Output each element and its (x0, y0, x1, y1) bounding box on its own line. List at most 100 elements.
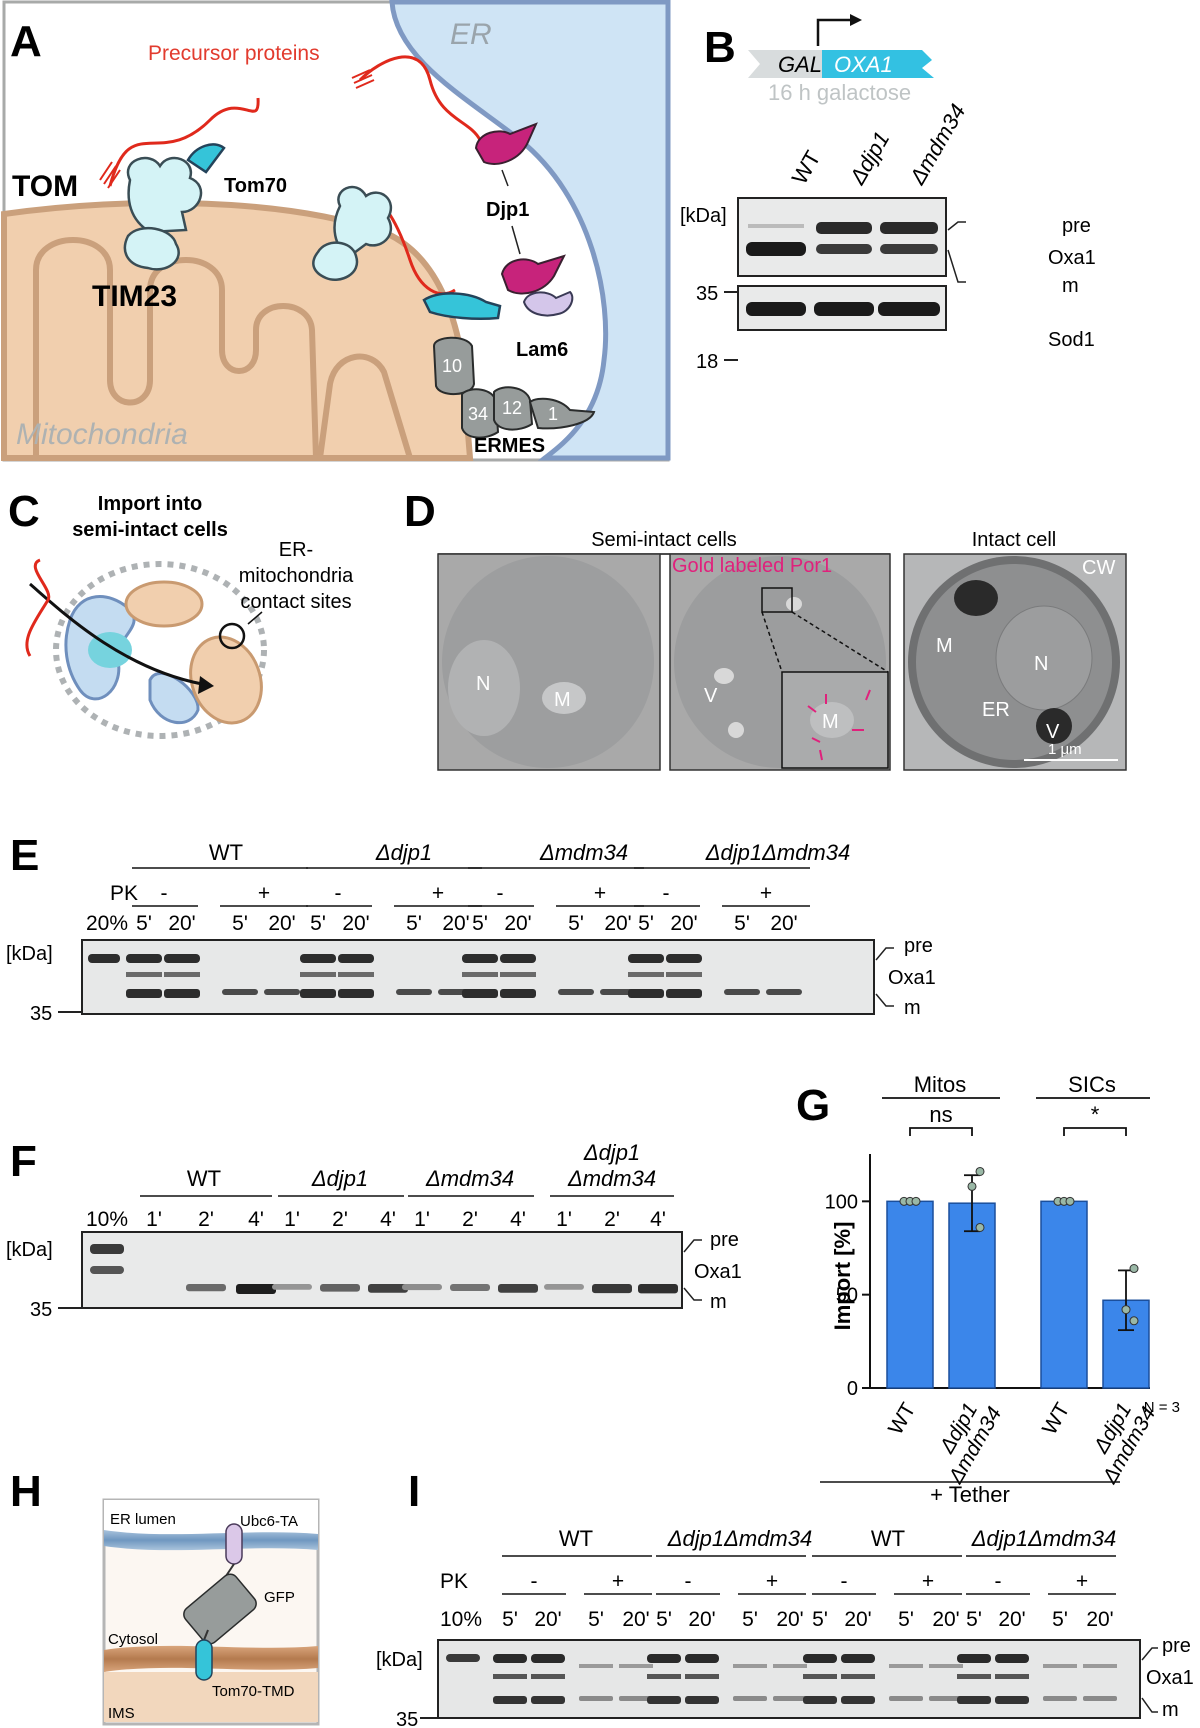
panel-f-letter: F (10, 1137, 37, 1186)
precursor-chain-2 (358, 55, 482, 141)
f-time-label: 4' (380, 1208, 396, 1231)
f-time-label: 1' (556, 1208, 572, 1231)
g-ytick-label: 50 (836, 1285, 858, 1307)
e-band-pre (628, 954, 664, 963)
i-band-faint (889, 1664, 923, 1668)
e-band-m (164, 989, 200, 998)
e-band-m (628, 989, 664, 998)
ermes-complex (432, 336, 596, 439)
e-band-mid (666, 972, 702, 977)
g-ytick-label: 100 (825, 1191, 858, 1213)
e-group-3: Δmdm34 (539, 840, 628, 865)
e-band-m (666, 989, 702, 998)
f-band-m (638, 1284, 678, 1294)
em-mito-1 (542, 682, 586, 714)
d-n-3: N (1034, 653, 1048, 675)
e-group-4: Δdjp1Δmdm34 (705, 840, 850, 865)
e-time-label: 5' (232, 912, 248, 935)
i-band-pre (803, 1654, 837, 1663)
e-time-label: 5' (406, 912, 422, 935)
band-m-djp1 (816, 244, 872, 254)
ermes-12: 12 (502, 398, 522, 418)
c-import-arrow (29, 582, 203, 686)
i-time-label: 5' (898, 1608, 914, 1631)
c-er-label-1: ER- (279, 539, 313, 561)
blot-oxa1 (737, 197, 947, 277)
e-mw: 35 (30, 1003, 52, 1025)
e-band-pre (666, 954, 702, 963)
b-m: m (1062, 275, 1079, 297)
band-pre-mdm34 (880, 222, 938, 234)
f-kda: [kDa] (6, 1239, 53, 1261)
i-pk-minus: - (685, 1570, 692, 1593)
panel-d-letter: D (404, 487, 436, 536)
e-time-label: 20' (168, 912, 195, 935)
ermes-34: 34 (468, 404, 488, 424)
e-pk: PK (110, 882, 138, 905)
i-time-label: 20' (688, 1608, 715, 1631)
i-time-label: 20' (932, 1608, 959, 1631)
panel-e: E WT Δdjp1 Δmdm34 Δdjp1Δmdm34 PK 20% [kD… (6, 831, 936, 1025)
i-input: 10% (440, 1608, 482, 1631)
panel-c-letter: C (8, 487, 40, 536)
i-band-faint (1043, 1664, 1077, 1668)
i-pre-pointer (1141, 1647, 1158, 1661)
e-time-label: 5' (472, 912, 488, 935)
i-band-mid (957, 1674, 991, 1679)
f-time-label: 2' (198, 1208, 214, 1231)
d-v-2: V (704, 685, 718, 707)
i-bands (446, 1654, 1117, 1704)
e-band-pre (300, 954, 336, 963)
e-band-mid (300, 972, 336, 977)
f-band-m (402, 1284, 442, 1291)
i-time-label: 5' (656, 1608, 672, 1631)
f-band-m (368, 1284, 408, 1293)
band-pre-wt (748, 224, 804, 228)
precursor-label: Precursor proteins (148, 42, 320, 65)
i-m-pointer (1141, 1697, 1158, 1713)
i-band-m (619, 1696, 653, 1701)
i-pk-plus: + (612, 1570, 624, 1593)
b-kda: [kDa] (680, 205, 727, 227)
e-band-m (300, 989, 336, 998)
band-sod1-mdm34 (878, 302, 940, 316)
g-datapoint (1129, 1264, 1139, 1274)
g-datapoint (1121, 1305, 1131, 1315)
b-pre-pointer (947, 221, 966, 231)
i-band-m (803, 1696, 837, 1704)
g-n-label: N = 3 (1144, 1399, 1180, 1416)
i-band-m (889, 1696, 923, 1701)
h-ubc6-ta (225, 1523, 243, 1565)
f-band-m (236, 1284, 276, 1294)
e-pk-minus: - (335, 882, 342, 905)
g-datapoint (911, 1196, 921, 1206)
f-pre: pre (710, 1229, 739, 1251)
g-sig-label: ns (929, 1102, 952, 1127)
e-time-label: 5' (568, 912, 584, 935)
f-lane-labels: 1'2'4'1'2'4'1'2'4'1'2'4' (140, 1195, 674, 1231)
g-sig-bracket (1063, 1127, 1127, 1136)
h-er-membrane (104, 1530, 318, 1551)
djp1-top (474, 122, 538, 165)
i-band-mid (995, 1674, 1029, 1679)
e-time-label: 20' (268, 912, 295, 935)
i-pk-minus: - (531, 1570, 538, 1593)
g-group-2: SICs (1068, 1072, 1116, 1097)
em-vacuole-3 (1036, 708, 1072, 744)
i-pk-minus: - (841, 1570, 848, 1593)
e-pk-plus: + (594, 882, 606, 905)
e-band-pre (164, 954, 200, 963)
c-er-label-3: contact sites (240, 591, 351, 613)
band-m-wt (746, 242, 806, 256)
i-lane-labels: -+5'20'5'20'-+5'20'5'20'-+5'20'5'20'-+5'… (502, 1555, 1116, 1631)
e-time-label: 5' (136, 912, 152, 935)
em-vacuole-2b (728, 722, 744, 738)
i-group-3: WT (871, 1526, 905, 1551)
panel-c: C Import into semi-intact cells ER- mito… (8, 487, 354, 739)
cristae-2 (317, 353, 413, 459)
i-group-4: Δdjp1Δmdm34 (971, 1526, 1116, 1551)
f-band-m (450, 1284, 490, 1291)
e-band-mid (628, 972, 664, 977)
f-time-label: 4' (510, 1208, 526, 1231)
